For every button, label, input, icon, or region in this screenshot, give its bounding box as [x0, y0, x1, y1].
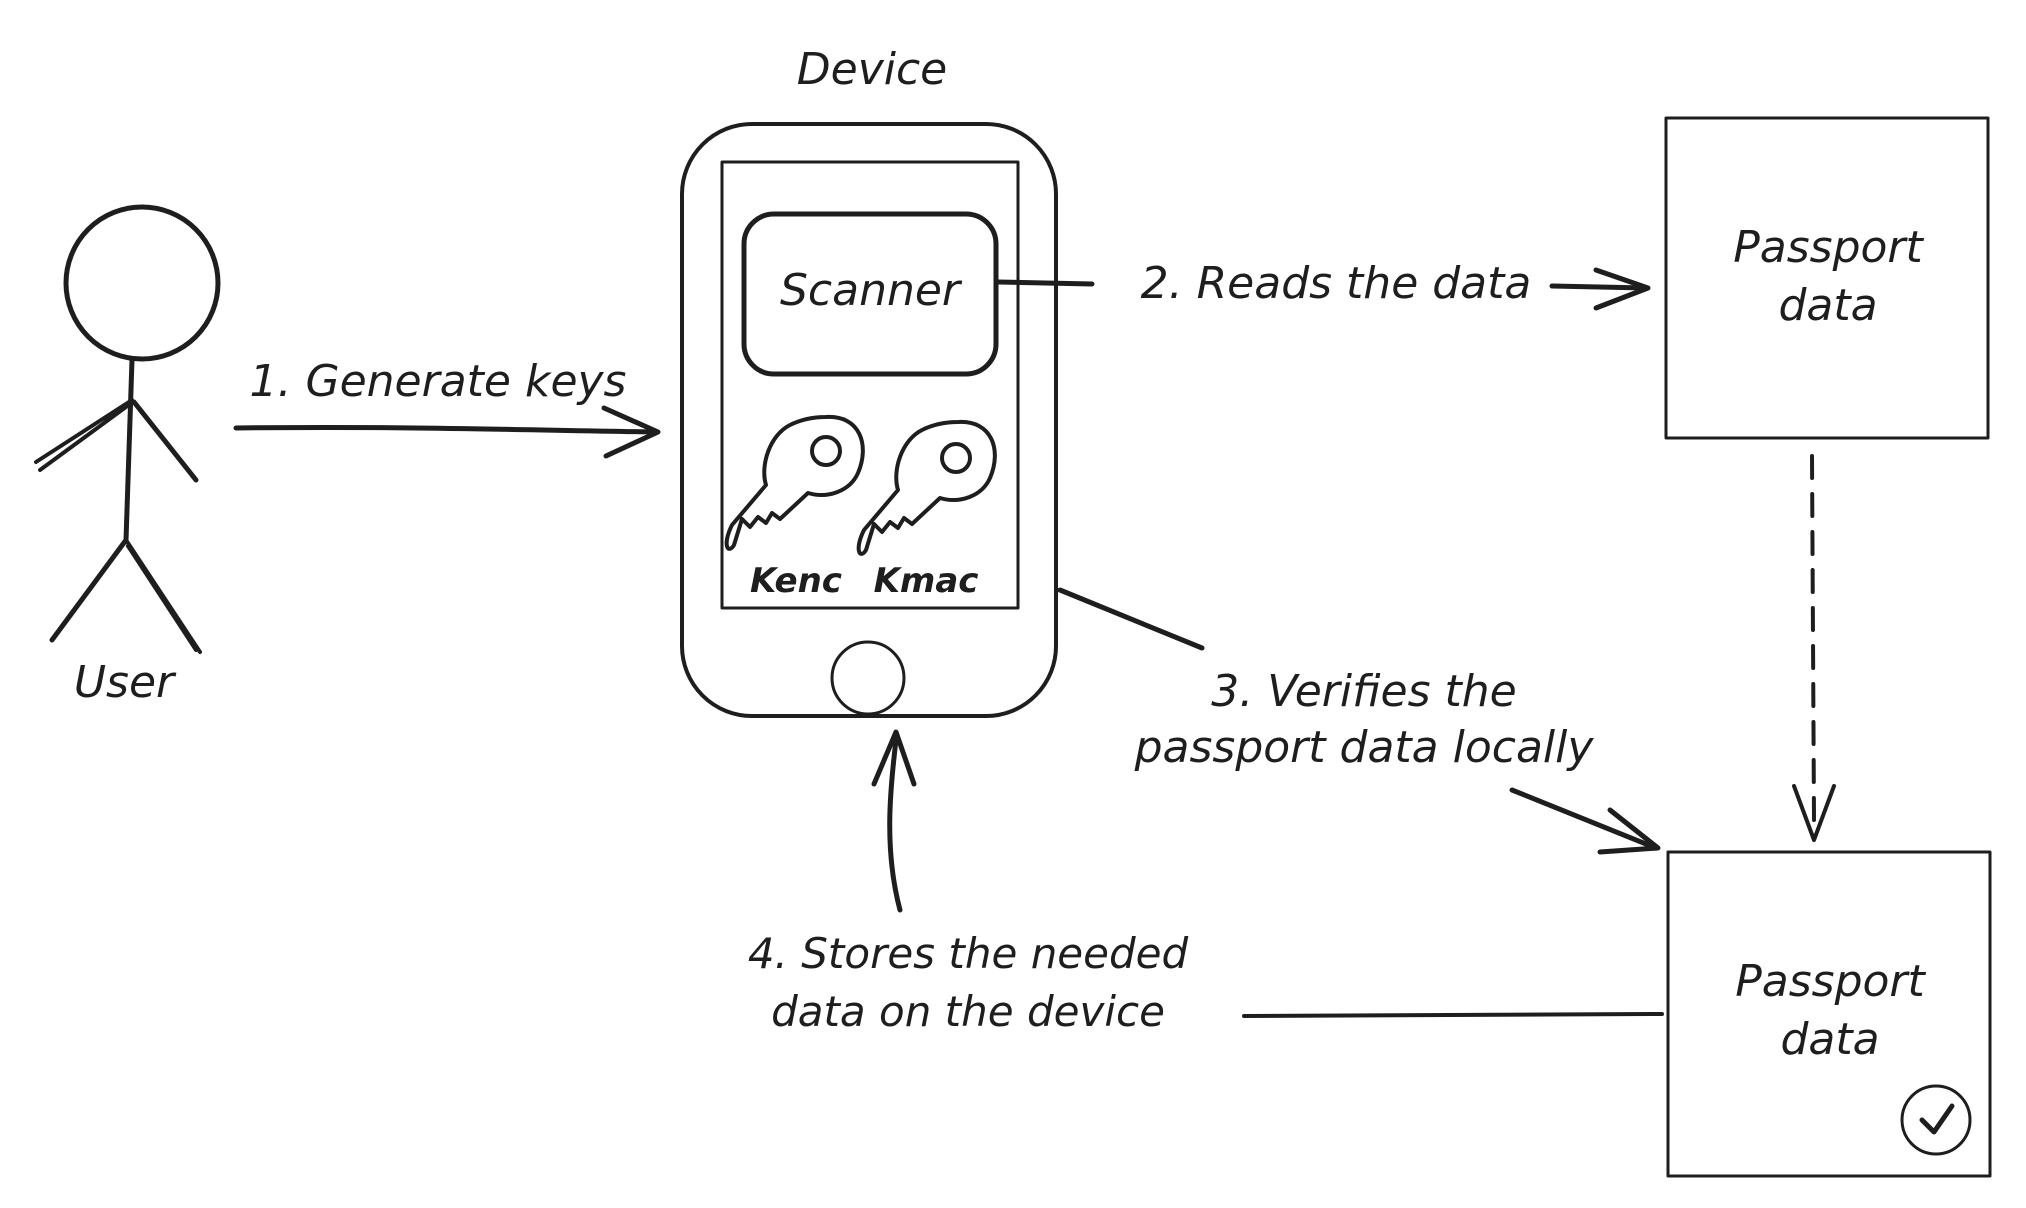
- passport-verified-label-line1: Passport: [1735, 956, 1926, 1007]
- step4-connector: [1242, 1012, 1664, 1018]
- step3-label-line1: 3. Verifies the: [1211, 666, 1517, 717]
- scanner-box: [741, 211, 999, 377]
- step1-arrow: [233, 405, 661, 459]
- device-title: Device: [797, 44, 947, 95]
- scanner-label: Scanner: [780, 265, 963, 316]
- passport-source-label-line2: data: [1778, 280, 1877, 331]
- step2-arrow: [1549, 267, 1651, 311]
- user-head: [63, 204, 221, 362]
- user-right-leg: [124, 538, 202, 654]
- device-screen: [720, 160, 1020, 610]
- passport-source-label-line1: Passport: [1733, 222, 1924, 273]
- step2-label: 2. Reads the data: [1141, 258, 1532, 309]
- key-label-kmac: Kmac: [874, 561, 979, 601]
- device-phone: [680, 122, 1058, 718]
- passport-verified-box: [1666, 850, 1992, 1178]
- user-figure: [34, 204, 221, 654]
- step4-label-line2: data on the device: [771, 987, 1165, 1036]
- user-left-arm: [34, 398, 134, 472]
- key-icon: [856, 419, 997, 556]
- step3-label-line2: passport data locally: [1134, 722, 1595, 773]
- check-badge-icon: [1900, 1084, 1972, 1156]
- passport-source-box: [1664, 116, 1990, 440]
- home-button: [830, 640, 906, 716]
- step1-label: 1. Generate keys: [250, 356, 627, 407]
- user-right-arm: [131, 399, 199, 483]
- key-label-kenc: Kenc: [750, 561, 842, 601]
- user-label: User: [74, 657, 177, 708]
- step4-label-line1: 4. Stores the needed: [748, 929, 1189, 978]
- step3-connector: [1057, 587, 1205, 651]
- user-left-leg: [49, 537, 129, 643]
- device-body: [680, 122, 1058, 718]
- passport-verified-label-line2: data: [1780, 1014, 1879, 1065]
- user-body: [123, 357, 135, 543]
- key-icon: [724, 414, 865, 551]
- step4-arrow: [871, 729, 917, 913]
- dashed-transition-arrow: [1792, 454, 1836, 842]
- step2-connector: [995, 279, 1095, 287]
- step3-arrow: [1509, 787, 1661, 855]
